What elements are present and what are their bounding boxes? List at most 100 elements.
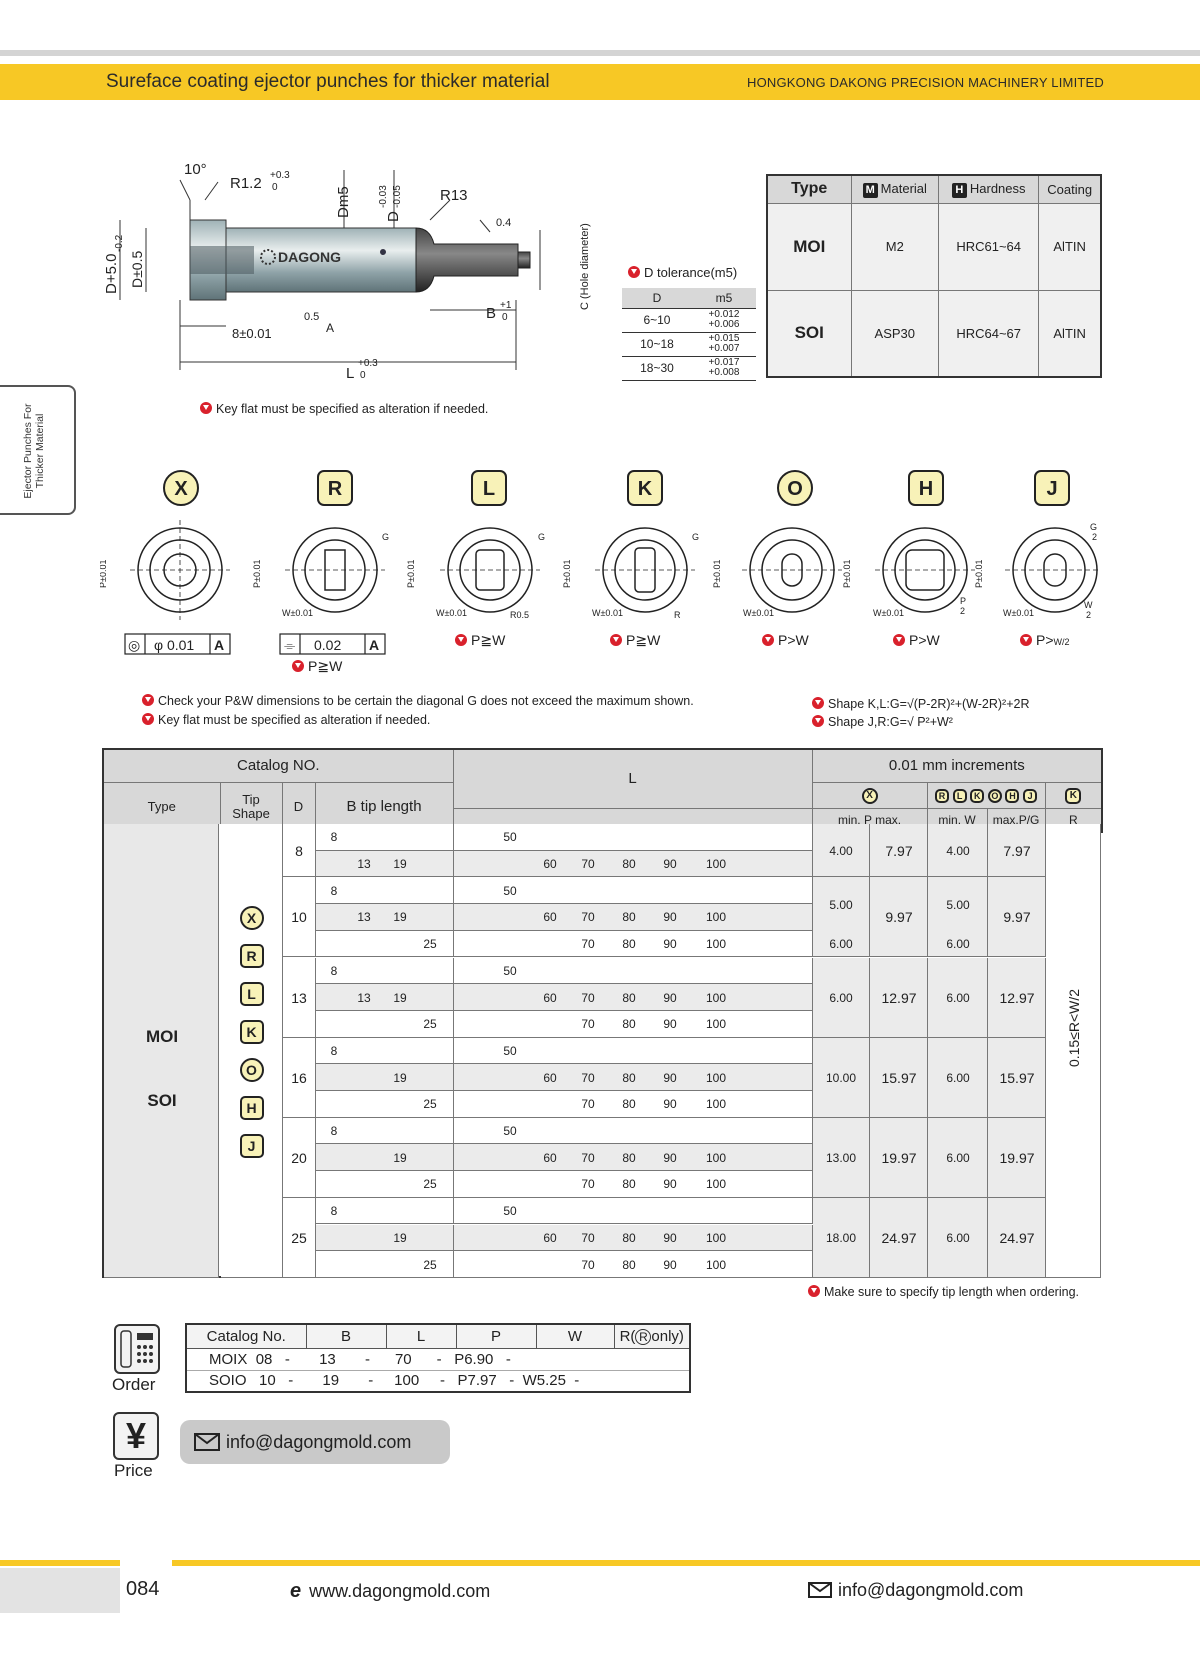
- svg-text:W±0.01: W±0.01: [592, 608, 623, 618]
- x-icon: X: [861, 788, 878, 804]
- note-formula-jr: Shape J,R:G=√ P²+W²: [812, 715, 953, 729]
- table-row: SOI ASP30 HRC64~67 AlTIN: [766, 289, 1102, 378]
- max-p-cell: 19.97: [870, 1117, 928, 1198]
- b-value: 19: [393, 990, 407, 1005]
- cond-l: P≧W: [455, 632, 505, 649]
- b-value: 19: [393, 1230, 407, 1245]
- l-value: 90: [663, 1097, 677, 1112]
- mail-icon: [808, 1582, 832, 1598]
- email-text: info@dagongmold.com: [226, 1432, 412, 1452]
- warning-icon: [142, 694, 154, 706]
- cond-h: P>W: [893, 632, 940, 648]
- order-label: Order: [112, 1375, 156, 1394]
- min-w-cell: 6.00: [928, 1197, 988, 1278]
- footer-email-link[interactable]: info@dagongmold.com: [808, 1580, 1023, 1601]
- table-row: 6~10+0.012+0.006: [622, 308, 756, 333]
- j-icon: J: [1023, 789, 1038, 803]
- warning-icon: [762, 634, 774, 646]
- b-cell: 8: [316, 824, 454, 851]
- type-soi: SOI: [147, 1090, 177, 1110]
- email-contact-button[interactable]: info@dagongmold.com: [180, 1420, 450, 1464]
- b-cell: 25: [316, 1171, 454, 1198]
- b-value: 25: [423, 937, 437, 952]
- b-value: 8: [330, 1043, 338, 1058]
- l-value: 100: [705, 937, 727, 952]
- svg-text:P±0.01: P±0.01: [562, 560, 572, 588]
- l-value: 70: [581, 1017, 595, 1032]
- l-value: 60: [543, 1070, 557, 1085]
- svg-text:+1: +1: [500, 300, 512, 311]
- min-w-value: 6.00: [946, 1150, 970, 1165]
- b-cell: 8: [316, 1117, 454, 1145]
- svg-text:A: A: [214, 637, 224, 653]
- svg-text:G: G: [382, 532, 389, 542]
- max-pg-cell: 15.97: [988, 1037, 1046, 1118]
- material-badge-icon: M: [862, 182, 878, 198]
- l-cell: 50: [454, 1197, 813, 1225]
- l-value: 100: [705, 857, 727, 872]
- max-p-cell: 7.97: [870, 824, 928, 878]
- l-value: 60: [543, 1150, 557, 1165]
- svg-text:0: 0: [360, 370, 366, 381]
- b-cell: 25: [316, 1091, 454, 1118]
- max-p-value: 7.97: [885, 842, 913, 859]
- d-value: 20: [291, 1149, 307, 1166]
- b-value: 8: [330, 1204, 338, 1219]
- l-value: 80: [622, 857, 636, 872]
- l-value: 80: [622, 1097, 636, 1112]
- cond-j: P>W/2: [1020, 632, 1070, 648]
- punch-drawing: DAGONG 10° R1.2 +0.3 0 Dm5 D -0.03 -0.05…: [103, 161, 591, 382]
- r-rule-cell: 0.15≤R<W/2: [1046, 824, 1101, 1278]
- svg-text:-0.05: -0.05: [392, 185, 403, 208]
- l-cell: 50: [454, 1117, 813, 1145]
- l-value: 50: [503, 1204, 517, 1219]
- svg-text:+0.3: +0.3: [358, 358, 378, 369]
- d-cell: 25: [283, 1197, 316, 1278]
- b-cell: 8: [316, 1197, 454, 1225]
- shape-head-j: J: [1034, 470, 1070, 506]
- l-value: 90: [663, 1070, 677, 1085]
- max-p-value: 19.97: [881, 1149, 917, 1166]
- warning-icon: [628, 266, 640, 278]
- max-pg-cell: 7.97: [988, 824, 1046, 878]
- table-row: 10~18+0.015+0.007: [622, 332, 756, 357]
- punch-taper: [415, 227, 519, 293]
- svg-text:+0.3: +0.3: [270, 170, 290, 181]
- min-w-cell: 4.00: [928, 824, 988, 878]
- radius1-label: R1.2: [230, 175, 262, 192]
- svg-text:W±0.01: W±0.01: [743, 608, 774, 618]
- r13-label: R13: [440, 187, 468, 204]
- b-cell: 25: [316, 930, 454, 958]
- d-cell: 20: [283, 1117, 316, 1198]
- r-rule: 0.15≤R<W/2: [1066, 989, 1082, 1068]
- warning-icon: [292, 660, 304, 672]
- l-cell: 50: [454, 824, 813, 851]
- min-p-cell: 18.00: [813, 1197, 870, 1278]
- l-value: 90: [663, 1177, 677, 1192]
- yen-icon: ¥: [113, 1412, 159, 1460]
- l-value: 90: [663, 857, 677, 872]
- b-value: 19: [393, 910, 407, 925]
- warning-icon: [808, 1285, 820, 1297]
- warning-icon: [1020, 634, 1032, 646]
- warning-icon: [812, 715, 824, 727]
- svg-text:φ 0.01: φ 0.01: [154, 637, 194, 653]
- l-value: 90: [663, 1230, 677, 1245]
- max-p-value: 9.97: [885, 909, 913, 926]
- l-icon: L: [952, 789, 967, 803]
- l-value: 80: [622, 1257, 636, 1272]
- note-key-flat: Key flat must be specified as alteration…: [200, 402, 488, 416]
- min-p-value: 6.00: [829, 990, 853, 1005]
